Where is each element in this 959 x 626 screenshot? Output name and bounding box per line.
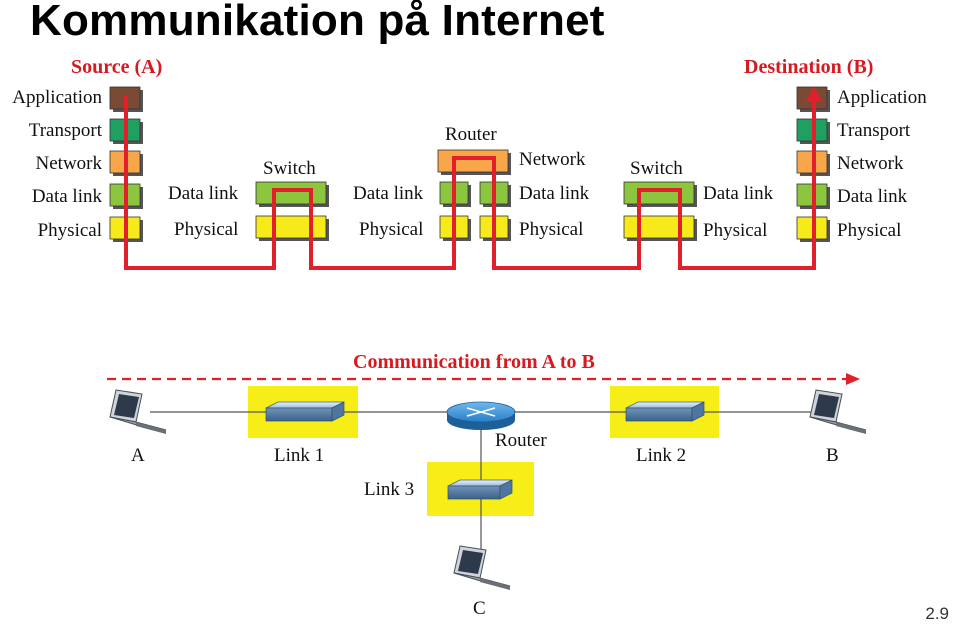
router-left-datalink-label: Data link [353,183,424,204]
router-network-label: Network [519,149,586,170]
source-datalink-label: Data link [32,186,103,207]
router-label: Router [495,430,547,451]
dest-application-label: Application [837,87,927,108]
router-stack [437,149,511,241]
switch-icon [265,401,345,422]
dest-transport-label: Transport [837,120,911,141]
source-label: Source (A) [71,56,162,78]
page-title: Kommunikation på Internet [30,0,605,45]
destination-label: Destination (B) [744,56,873,78]
source-application-label: Application [12,87,102,108]
router-right-physical-label: Physical [519,219,583,240]
laptop-icon [809,389,867,434]
source-layer-labels: Application Transport Network Data link … [12,87,102,241]
host-a-label: A [131,445,145,466]
switch2-label: Switch [630,158,683,179]
dest-physical-label: Physical [837,220,901,241]
switch-icon [447,479,513,500]
data-path-arrowhead [806,86,822,102]
router-stack-label: Router [445,124,497,145]
data-path-line [124,96,816,270]
communication-caption: Communication from A to B [353,351,595,373]
link1-label: Link 1 [274,445,324,466]
communication-arrowhead [846,373,860,385]
switch2-datalink-label: Data link [703,183,774,204]
switch-icon [625,401,705,422]
source-network-label: Network [36,153,103,174]
router-icon [446,401,516,430]
switch1-datalink-label: Data link [168,183,239,204]
router-left-physical-label: Physical [359,219,423,240]
router-right-datalink-label: Data link [519,183,590,204]
link3-label: Link 3 [364,479,414,500]
link2-label: Link 2 [636,445,686,466]
dest-datalink-label: Data link [837,186,908,207]
switch1-label: Switch [263,158,316,179]
source-physical-label: Physical [38,220,102,241]
source-transport-label: Transport [29,120,103,141]
dest-network-label: Network [837,153,904,174]
host-b-label: B [826,445,839,466]
switch1-physical-label: Physical [174,219,238,240]
destination-layer-labels: Application Transport Network Data link … [837,87,927,241]
slide-number: 2.9 [925,604,949,623]
switch2-physical-label: Physical [703,220,767,241]
laptop-icon [453,545,511,590]
laptop-icon [109,389,167,434]
host-c-label: C [473,598,486,619]
